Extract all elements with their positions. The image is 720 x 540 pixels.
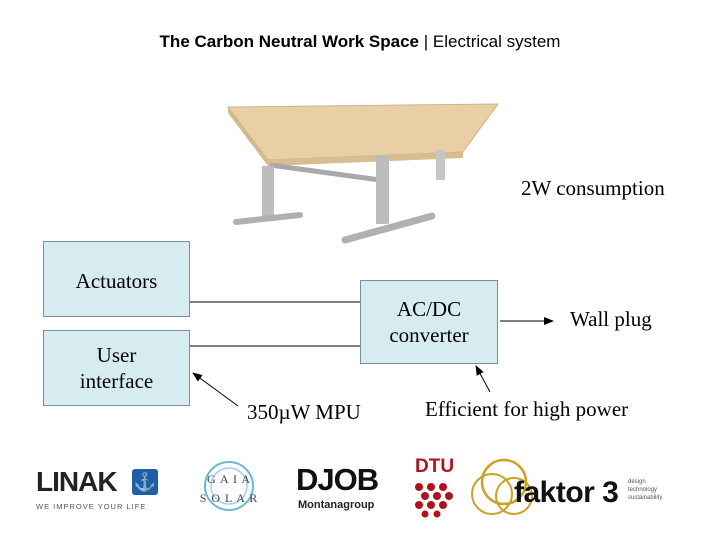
converter-label-line1: AC/DC bbox=[396, 296, 462, 321]
dtu-wordmark: DTU bbox=[415, 456, 455, 477]
user-interface-label-line2: interface bbox=[79, 369, 154, 393]
page-title: The Carbon Neutral Work Space | Electric… bbox=[0, 32, 720, 52]
user-interface-label-line1: User bbox=[96, 342, 137, 367]
gaia-solar-rings bbox=[204, 461, 254, 511]
dtu-logo: DTU bbox=[413, 456, 457, 518]
wall-plug-label: Wall plug bbox=[570, 307, 652, 331]
faktor3-wordmark: faktor 3 bbox=[514, 476, 619, 509]
linak-wordmark: LINAK bbox=[36, 466, 118, 497]
gaia-text: G A I A bbox=[206, 472, 251, 486]
anchor-icon: ⚓ bbox=[132, 469, 158, 495]
faktor3-tagline-line3: sustainability bbox=[628, 495, 663, 501]
gaia-solar-logo: G A I A S O L A R bbox=[193, 458, 265, 514]
djob-wordmark: DJOB bbox=[296, 462, 379, 497]
actuators-box: Actuators bbox=[43, 241, 190, 317]
converter-box: AC/DC converter bbox=[360, 280, 498, 364]
dtu-mark-icon bbox=[415, 483, 453, 518]
linak-logo: LINAK ⚓ WE IMPROVE YOUR LIFE bbox=[36, 466, 160, 514]
user-interface-box: User interface bbox=[43, 330, 190, 406]
linak-tagline: WE IMPROVE YOUR LIFE bbox=[36, 502, 147, 511]
faktor3-tagline: design technology sustainability bbox=[628, 478, 662, 502]
title-subtitle: Electrical system bbox=[432, 32, 561, 51]
djob-logo: DJOB Montanagroup bbox=[296, 462, 386, 514]
efficient-label: Efficient for high power bbox=[425, 397, 629, 421]
faktor3-tagline-line1: design bbox=[628, 479, 646, 485]
desk-image bbox=[227, 103, 499, 244]
faktor3-tagline-line2: technology bbox=[628, 487, 658, 493]
title-main: The Carbon Neutral Work Space bbox=[159, 32, 420, 51]
solar-text: S O L A R bbox=[199, 491, 259, 505]
efficient-arrow bbox=[475, 365, 491, 393]
djob-subtext: Montanagroup bbox=[298, 499, 375, 511]
mpu-label: 350µW MPU bbox=[247, 400, 361, 424]
actuators-label: Actuators bbox=[75, 269, 158, 293]
converter-label-line2: converter bbox=[389, 323, 469, 347]
title-separator: | bbox=[423, 32, 429, 51]
faktor3-logo: faktor 3 design technology sustainabilit… bbox=[470, 452, 696, 522]
faktor3-emblem-icon bbox=[471, 458, 533, 515]
mpu-arrow bbox=[192, 372, 239, 407]
consumption-label: 2W consumption bbox=[521, 176, 665, 200]
